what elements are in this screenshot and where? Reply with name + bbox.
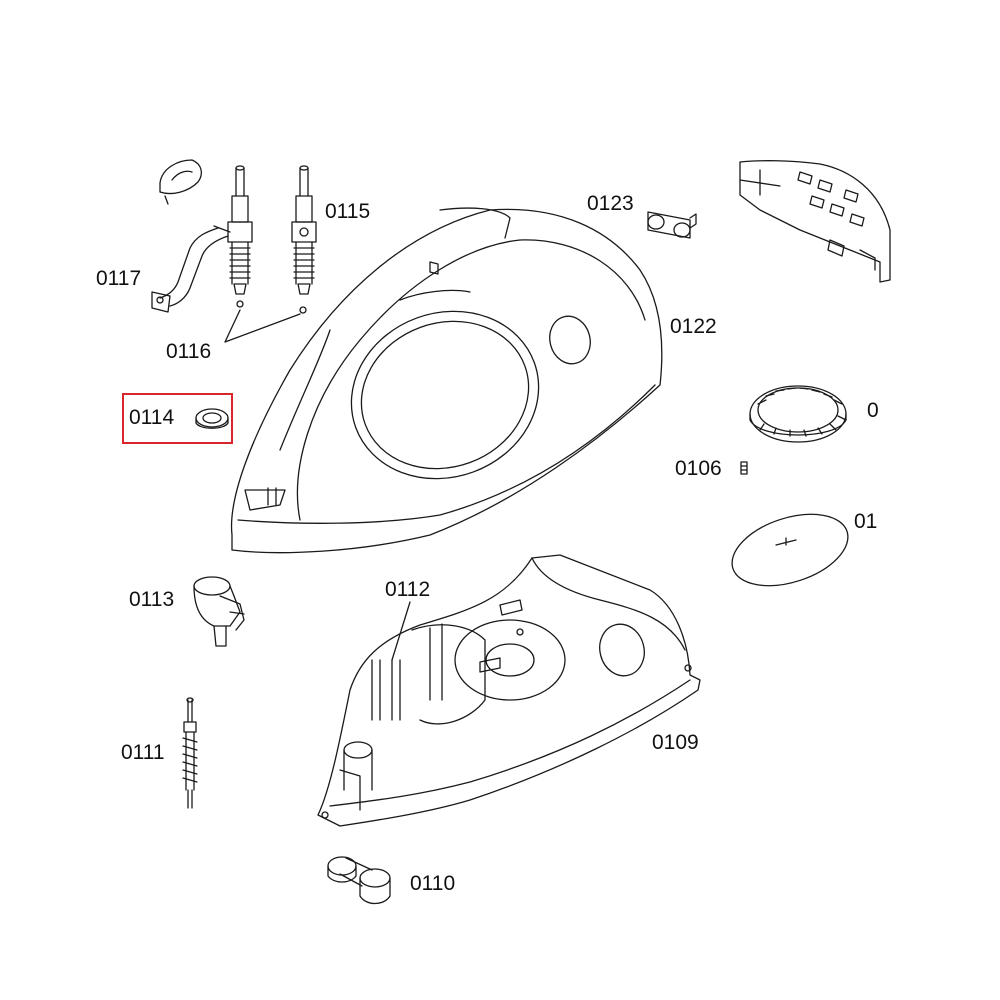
part-0117-hose[interactable] <box>151 159 231 313</box>
label-0109: 0109 <box>652 731 699 754</box>
label-0110: 0110 <box>410 872 456 895</box>
part-0116-balls[interactable] <box>224 300 307 343</box>
part-0114-washer[interactable] <box>195 408 229 429</box>
label-0122: 0122 <box>670 315 717 338</box>
highlight-box-0114 <box>122 393 233 444</box>
label-0123: 0123 <box>587 192 634 215</box>
part-0109-base[interactable] <box>317 554 701 827</box>
label-01: 01 <box>854 510 878 533</box>
label-0117: 0117 <box>96 267 142 290</box>
part-soleplate-corner[interactable] <box>739 160 891 283</box>
part-0112-leader <box>391 601 411 661</box>
part-0123-connector[interactable] <box>647 211 697 239</box>
part-01-disc[interactable] <box>723 501 857 599</box>
part-0113-elbow[interactable] <box>193 576 245 647</box>
part-0122-upper-housing[interactable] <box>230 207 663 554</box>
part-0110-cup-connector[interactable] <box>327 856 391 905</box>
label-0115: 0115 <box>325 200 371 223</box>
label-0114: 0114 <box>129 406 175 429</box>
label-0106: 0106 <box>675 457 722 480</box>
label-0111: 0111 <box>121 741 165 764</box>
part-0115-valve-stems[interactable] <box>227 165 317 295</box>
label-0116: 0116 <box>166 340 212 363</box>
label-0112: 0112 <box>385 578 431 601</box>
label-0: 0 <box>867 399 879 422</box>
part-0-dial[interactable] <box>749 385 847 443</box>
label-0113: 0113 <box>129 588 175 611</box>
part-0106-pin[interactable] <box>740 461 748 475</box>
part-0111-spring-pin[interactable] <box>182 697 198 809</box>
